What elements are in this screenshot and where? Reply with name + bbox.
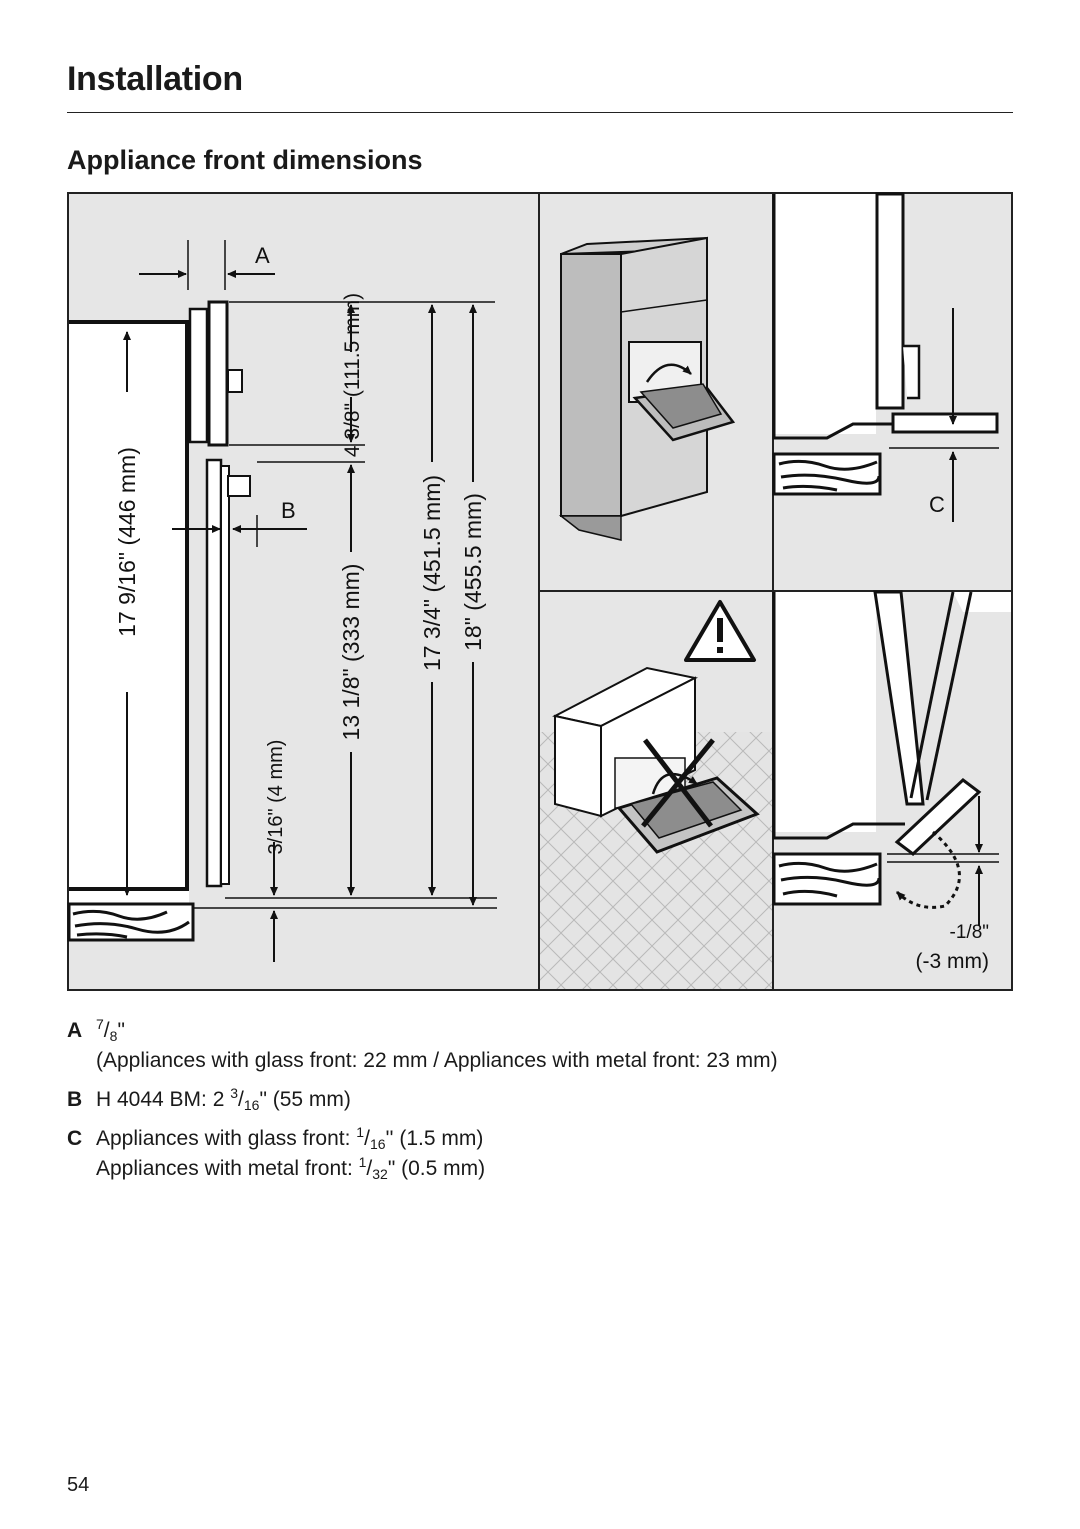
note-key-b: B <box>67 1088 83 1111</box>
dimension-446mm: 17 9/16" (446 mm) <box>114 447 140 637</box>
dimension-4mm: 3/16" (4 mm) <box>265 740 287 855</box>
page-number: 54 <box>67 1474 90 1496</box>
side-section-panel <box>67 240 497 962</box>
label-b: B <box>281 498 296 523</box>
note-c-glass: Appliances with glass front: 1/16'' (1.5… <box>96 1124 484 1152</box>
dimension-111-5mm: 4 3/8" (111.5 mm) <box>341 293 364 457</box>
note-key-a: A <box>67 1019 83 1042</box>
page-title: Installation <box>67 60 243 98</box>
incorrect-use-illustration <box>540 666 772 989</box>
note-c-metal: Appliances with metal front: 1/32" (0.5 … <box>96 1154 486 1182</box>
note-a-fraction: 7/8" <box>96 1016 125 1044</box>
note-a: A 7/8" (Appliances with glass front: 22 … <box>67 1016 1013 1076</box>
dimension-figure: A B C 17 9/16" (446 mm) 4 3/8" (111.5 mm… <box>67 192 1013 992</box>
tall-unit-illustration <box>558 236 736 541</box>
label-c: C <box>929 492 945 517</box>
tilted-door-detail-panel <box>772 590 1011 926</box>
dimension-notes: A 7/8" (Appliances with glass front: 22 … <box>67 1016 1013 1193</box>
caution-triangle-icon <box>684 600 756 662</box>
title-divider <box>67 112 1013 113</box>
note-b-text: H 4044 BM: 2 3/16" (55 mm) <box>96 1085 351 1113</box>
label-a: A <box>255 243 270 268</box>
note-b: B H 4044 BM: 2 3/16" (55 mm) <box>67 1085 1013 1115</box>
edge-detail-c-panel <box>772 192 999 522</box>
section-heading: Appliance front dimensions <box>67 145 423 175</box>
dimension-minus-3mm-fraction: -1/8" <box>950 922 989 943</box>
cross-out-icon <box>641 738 715 828</box>
dimension-minus-3mm: (-3 mm) <box>916 950 989 973</box>
dimension-455-5mm: 18" (455.5 mm) <box>460 493 486 651</box>
note-c: C Appliances with glass front: 1/16'' (1… <box>67 1124 1013 1184</box>
note-key-c: C <box>67 1127 83 1150</box>
note-a-text: (Appliances with glass front: 22 mm / Ap… <box>96 1049 778 1072</box>
dimension-451-5mm: 17 3/4" (451.5 mm) <box>419 475 445 671</box>
dimension-333mm: 13 1/8" (333 mm) <box>338 564 364 741</box>
